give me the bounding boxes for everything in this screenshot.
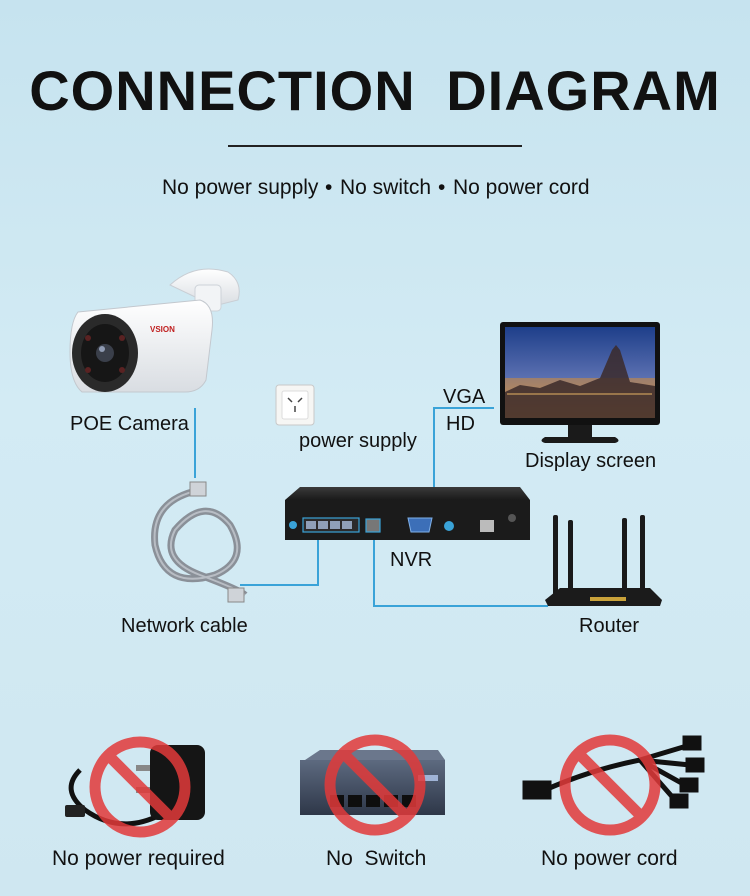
label-nvr: NVR: [390, 549, 432, 572]
prohibited-icon: [565, 740, 655, 830]
label-power-supply: power supply: [299, 430, 417, 453]
label-hd: HD: [446, 413, 475, 436]
label-poe-camera: POE Camera: [70, 413, 189, 436]
nvr-device-icon: [285, 487, 530, 540]
poe-camera-icon: VSION: [70, 269, 239, 392]
label-router: Router: [579, 615, 639, 638]
camera-brand-logo: VSION: [150, 325, 175, 334]
label-display-screen: Display screen: [525, 450, 656, 473]
label-no-switch: No Switch: [326, 847, 426, 871]
router-icon: [545, 515, 662, 606]
network-cable-icon: [155, 482, 245, 602]
label-no-power-cord: No power cord: [541, 847, 678, 871]
power-socket-icon: [276, 385, 314, 425]
label-network-cable: Network cable: [121, 615, 248, 638]
label-vga: VGA: [443, 386, 485, 409]
cable-to-nvr-line: [240, 538, 318, 585]
display-screen-icon: [500, 322, 660, 443]
label-no-power-required: No power required: [52, 847, 225, 871]
